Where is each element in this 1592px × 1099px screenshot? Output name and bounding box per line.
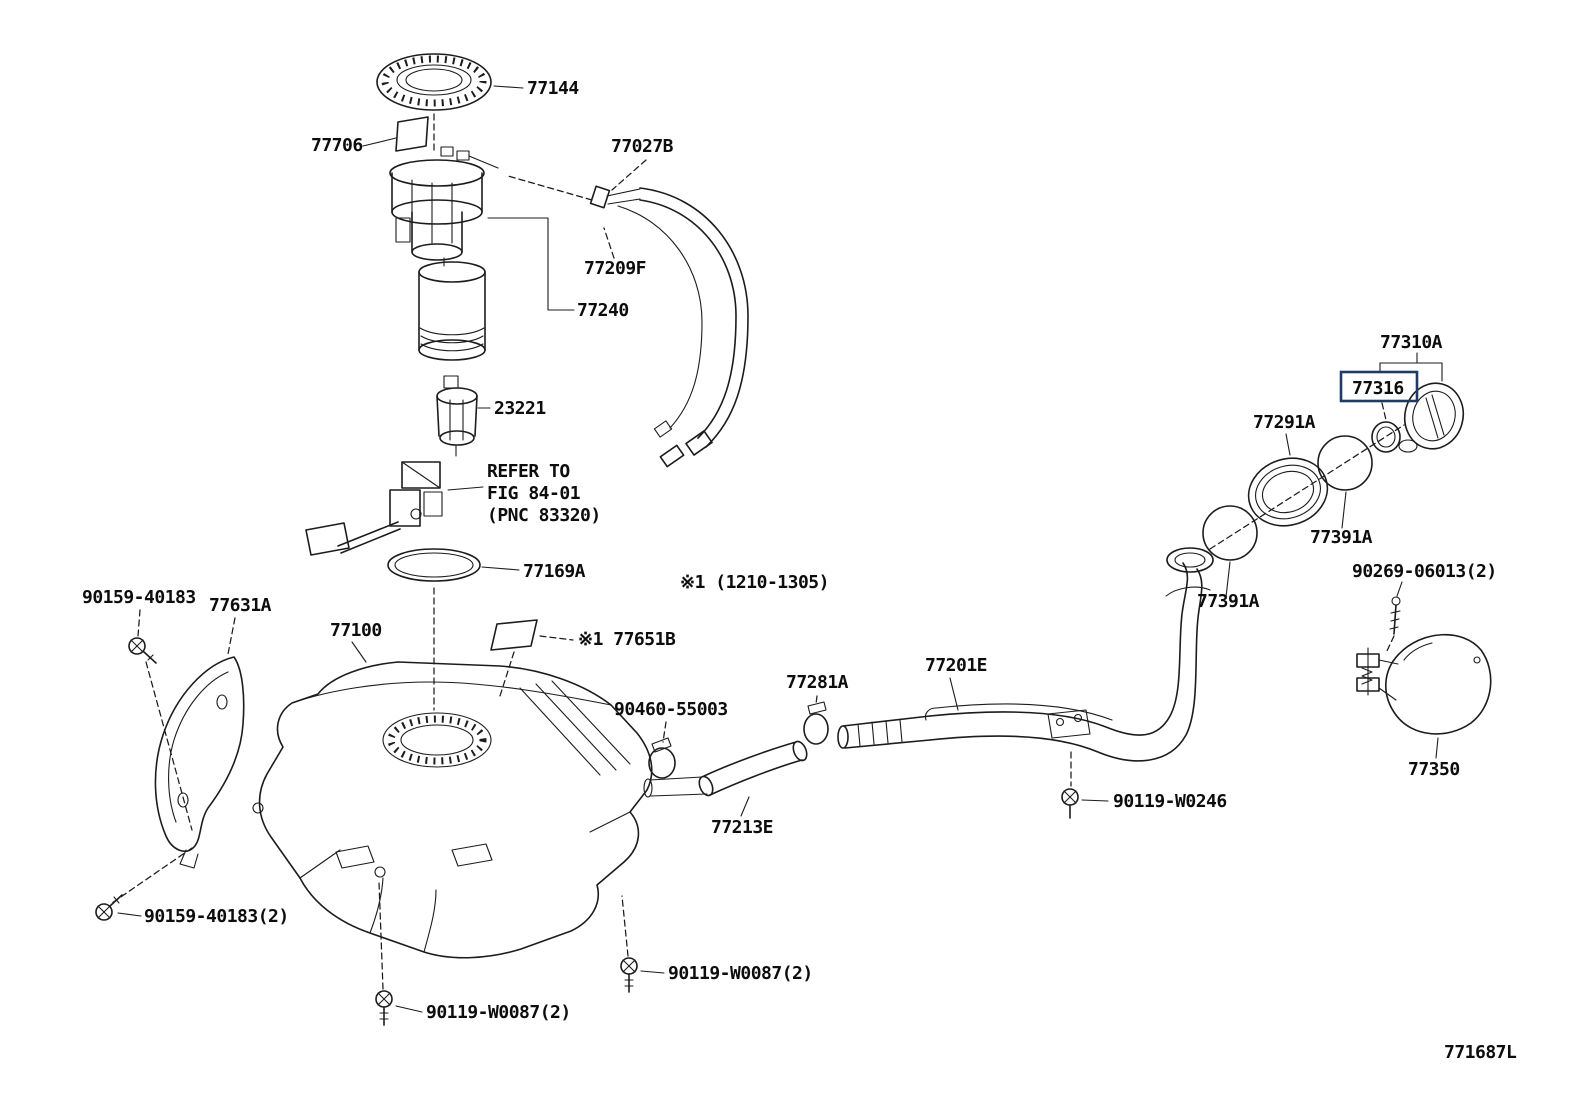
- filler-hose-77213e-drawing: [698, 740, 808, 797]
- part-label-90159-40183-2[interactable]: 90159-40183(2): [144, 906, 289, 927]
- ring-gasket-77391a-upper-drawing: [1317, 435, 1373, 491]
- part-labels: 77144 77706 77027B 77209F 77240 23221 RE…: [82, 78, 1518, 1063]
- hose-clamp-77281a-drawing: [803, 701, 829, 745]
- part-label-77310a[interactable]: 77310A: [1380, 332, 1443, 353]
- fuel-pump-23221-drawing: [436, 375, 478, 457]
- leader-lines: [111, 85, 1443, 1013]
- part-label-90119-w0087-left[interactable]: 90119-W0087(2): [426, 1002, 571, 1023]
- part-label-77706[interactable]: 77706: [311, 135, 363, 156]
- refer-note-line3: (PNC 83320): [487, 505, 601, 526]
- fuel-tank-77100-drawing: [252, 661, 708, 959]
- tank-protector-77631a-drawing: [154, 656, 245, 869]
- part-label-77100[interactable]: 77100: [330, 620, 382, 641]
- bolt-90119-w0087-right-drawing: [620, 957, 638, 993]
- cap-gasket-77316-drawing: [1371, 421, 1401, 453]
- hose-clamp-90460-drawing: [648, 737, 676, 779]
- part-label-77391a-lower[interactable]: 77391A: [1197, 591, 1260, 612]
- lid-screw-90269-drawing: [1389, 596, 1401, 635]
- filler-pipe-77201e-drawing: [837, 547, 1214, 762]
- fuel-lid-77350-drawing: [1356, 633, 1492, 735]
- bolt-90119-w0087-left-drawing: [375, 990, 393, 1026]
- part-label-77201e[interactable]: 77201E: [925, 655, 988, 676]
- part-label-77027b[interactable]: 77027B: [611, 136, 674, 157]
- part-label-23221[interactable]: 23221: [494, 398, 546, 419]
- part-label-90269-06013-2[interactable]: 90269-06013(2): [1352, 561, 1497, 582]
- part-label-90460-55003[interactable]: 90460-55003: [614, 699, 728, 720]
- part-label-77651b[interactable]: ※1 77651B: [578, 629, 676, 650]
- part-label-77316[interactable]: 77316: [1352, 378, 1404, 399]
- part-label-90119-w0087-right[interactable]: 90119-W0087(2): [668, 963, 813, 984]
- pump-gasket-77706-drawing: [395, 116, 429, 152]
- part-label-77291a[interactable]: 77291A: [1253, 412, 1316, 433]
- part-label-90119-w0246[interactable]: 90119-W0246: [1113, 791, 1227, 812]
- bolt-90159-top-drawing: [128, 637, 157, 664]
- refer-note-line2: FIG 84-01: [487, 483, 580, 504]
- pump-plate-gasket-77169a-drawing: [387, 548, 481, 582]
- refer-note-line1: REFER TO: [487, 461, 570, 482]
- part-label-77144[interactable]: 77144: [527, 78, 580, 99]
- drawing-code: 771687L: [1444, 1042, 1517, 1063]
- part-label-77169a[interactable]: 77169A: [523, 561, 586, 582]
- filler-neck-gasket-77291a-drawing: [1247, 457, 1329, 527]
- range-note: ※1 (1210-1305): [680, 572, 829, 593]
- part-label-77209f[interactable]: 77209F: [584, 258, 647, 279]
- pad-77651b-drawing: [490, 619, 538, 651]
- ring-gasket-77391a-lower-drawing: [1202, 505, 1258, 561]
- fuel-cap-77310a-drawing: [1398, 382, 1465, 453]
- fuel-tube-77027b-drawing: [589, 185, 749, 468]
- part-label-77391a-upper[interactable]: 77391A: [1310, 527, 1373, 548]
- fuel-sender-gauge-drawing: [305, 461, 443, 556]
- part-label-77213e[interactable]: 77213E: [711, 817, 774, 838]
- fuel-filter-77240-drawing: [418, 257, 486, 361]
- fuel-pump-module-drawing: [389, 146, 499, 261]
- highlighted-part-box: [1339, 370, 1419, 403]
- bolt-90119-w0246-drawing: [1061, 788, 1079, 819]
- part-label-90159-40183[interactable]: 90159-40183: [82, 587, 196, 608]
- part-label-77350[interactable]: 77350: [1408, 759, 1460, 780]
- fuel-pump-retainer-ring-drawing: [376, 53, 492, 111]
- part-label-77281a[interactable]: 77281A: [786, 672, 849, 693]
- part-label-77240[interactable]: 77240: [577, 300, 629, 321]
- part-label-77631a[interactable]: 77631A: [209, 595, 272, 616]
